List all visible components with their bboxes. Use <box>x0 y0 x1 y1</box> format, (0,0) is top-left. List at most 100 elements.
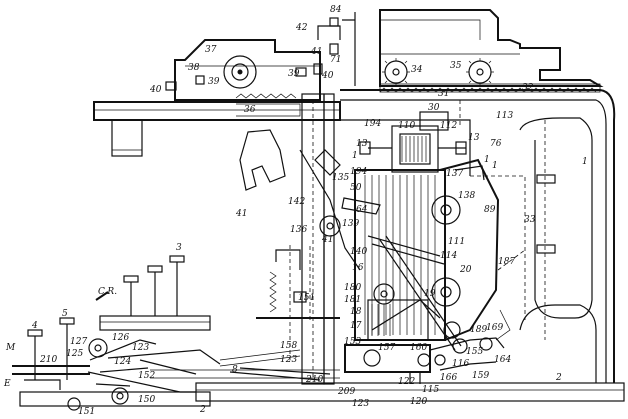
label-164: 164 <box>494 355 511 365</box>
label-36: 36 <box>244 105 256 115</box>
label-123c: 123 <box>352 399 369 409</box>
label-151a: 151 <box>298 293 315 303</box>
key-posts-4-5 <box>27 317 75 380</box>
linkage-assembly <box>12 338 331 411</box>
phantom-lines <box>289 99 526 360</box>
label-89: 89 <box>484 205 496 215</box>
label-40a: 40 <box>149 85 162 95</box>
label-32: 32 <box>522 83 534 93</box>
label-38: 38 <box>188 63 200 73</box>
label-112: 112 <box>440 121 457 131</box>
label-158: 158 <box>280 341 297 351</box>
label-M: M <box>5 343 16 353</box>
label-50: 50 <box>350 183 362 193</box>
label-180: 180 <box>344 283 361 293</box>
label-123a: 123 <box>132 343 149 353</box>
label-35: 35 <box>450 61 462 71</box>
label-135: 135 <box>332 173 349 183</box>
label-126: 126 <box>112 333 129 343</box>
label-111: 111 <box>448 237 465 247</box>
label-39b: 39 <box>288 69 300 79</box>
label-116: 116 <box>452 359 469 369</box>
label-187: 187 <box>498 257 515 267</box>
central-post <box>301 93 335 385</box>
gear-35 <box>466 58 494 86</box>
label-41c: 41 <box>235 209 247 219</box>
label-142: 142 <box>288 197 305 207</box>
label-1d: 1 <box>492 161 498 171</box>
label-194b: 194 <box>350 167 367 177</box>
label-2a: 2 <box>555 373 562 383</box>
label-19: 19 <box>424 289 436 299</box>
label-120: 120 <box>410 397 427 407</box>
upper-carriage <box>165 17 341 101</box>
label-160: 160 <box>410 343 427 353</box>
label-189: 189 <box>470 325 487 335</box>
label-136: 136 <box>290 225 307 235</box>
label-127: 127 <box>70 337 87 347</box>
label-122: 122 <box>398 377 415 387</box>
label-37: 37 <box>205 45 217 55</box>
label-13a: 13 <box>356 139 368 149</box>
label-20: 20 <box>459 265 472 275</box>
label-113: 113 <box>496 111 513 121</box>
label-110: 110 <box>398 121 415 131</box>
label-159: 159 <box>472 371 489 381</box>
label-42: 42 <box>295 23 308 33</box>
label-157: 157 <box>378 343 395 353</box>
label-34: 34 <box>411 65 423 75</box>
label-140: 140 <box>350 247 367 257</box>
gear-34 <box>382 58 410 86</box>
reference-labels: 84 42 71 41 37 38 39 40 39 40 34 35 31 3… <box>3 5 588 417</box>
label-8: 8 <box>232 365 238 375</box>
label-18: 18 <box>350 307 362 317</box>
label-153: 153 <box>344 337 361 347</box>
label-169: 169 <box>486 323 503 333</box>
label-138: 138 <box>458 191 475 201</box>
label-209: 209 <box>337 387 355 397</box>
label-13b: 13 <box>468 133 480 143</box>
label-2b: 2 <box>199 405 206 415</box>
label-39a: 39 <box>208 77 220 87</box>
label-76: 76 <box>490 139 502 149</box>
label-137: 137 <box>446 169 463 179</box>
label-17: 17 <box>350 321 362 331</box>
label-41: 41 <box>310 47 322 57</box>
carriage-rail <box>93 93 341 157</box>
label-124: 124 <box>114 357 131 367</box>
label-40b: 40 <box>321 71 334 81</box>
label-71: 71 <box>330 55 341 65</box>
label-64: 64 <box>356 205 368 215</box>
label-210a: 210 <box>39 355 57 365</box>
label-194a: 194 <box>364 119 381 129</box>
label-1b: 1 <box>484 155 490 165</box>
label-151b: 151 <box>78 407 95 417</box>
label-1a: 1 <box>352 151 358 161</box>
label-30: 30 <box>428 103 440 113</box>
spring-bracket <box>256 249 340 319</box>
top-housing <box>342 9 604 93</box>
label-1c: 1 <box>582 157 588 167</box>
label-41d: 41 <box>321 235 333 245</box>
label-152: 152 <box>138 371 155 381</box>
label-16: 16 <box>352 263 364 273</box>
latch-lever <box>239 129 286 191</box>
label-5: 5 <box>62 309 68 319</box>
printing-mechanism <box>299 111 500 351</box>
label-31: 31 <box>438 89 449 99</box>
label-114: 114 <box>440 251 457 261</box>
rack-teeth <box>379 87 597 93</box>
label-E: E <box>3 379 11 389</box>
label-4: 4 <box>31 321 38 331</box>
label-3: 3 <box>176 243 182 253</box>
label-84: 84 <box>330 5 342 15</box>
label-123b: 123 <box>280 355 297 365</box>
label-cr: C.R. <box>98 287 117 297</box>
label-125: 125 <box>66 349 83 359</box>
label-33: 33 <box>524 215 536 225</box>
key-stems <box>95 255 211 331</box>
label-150: 150 <box>138 395 155 405</box>
label-181: 181 <box>344 295 361 305</box>
label-166: 166 <box>440 373 457 383</box>
label-210b: 210 <box>305 375 323 385</box>
